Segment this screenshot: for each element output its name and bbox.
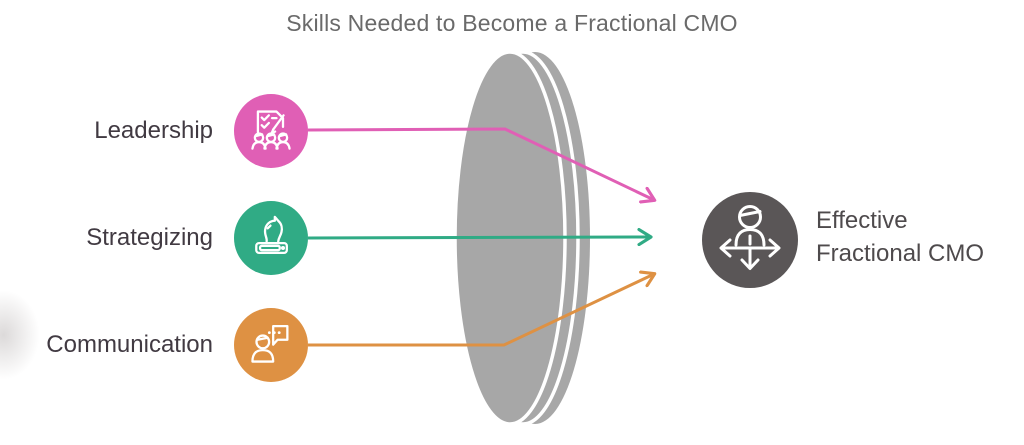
result-circle — [702, 192, 798, 288]
result-label: Effective Fractional CMO — [816, 204, 984, 270]
skill-label-strategizing: Strategizing — [86, 224, 213, 251]
communication-circle — [234, 308, 308, 382]
result-label-line2: Fractional CMO — [816, 240, 985, 267]
leadership-circle — [234, 94, 308, 168]
result-label-line1: Effective — [816, 207, 908, 234]
skill-label-leadership: Leadership — [94, 117, 213, 144]
diagram-title: Skills Needed to Become a Fractional CMO — [286, 10, 738, 36]
lens-shape — [453, 50, 590, 426]
person-directions-icon — [702, 190, 798, 291]
person-chat-icon — [247, 319, 295, 372]
page-edge-artifact — [0, 290, 40, 380]
chess-knight-icon — [247, 212, 295, 265]
strategizing-circle — [234, 201, 308, 275]
checklist-audience-icon — [247, 105, 295, 158]
skill-label-communication: Communication — [46, 331, 213, 358]
